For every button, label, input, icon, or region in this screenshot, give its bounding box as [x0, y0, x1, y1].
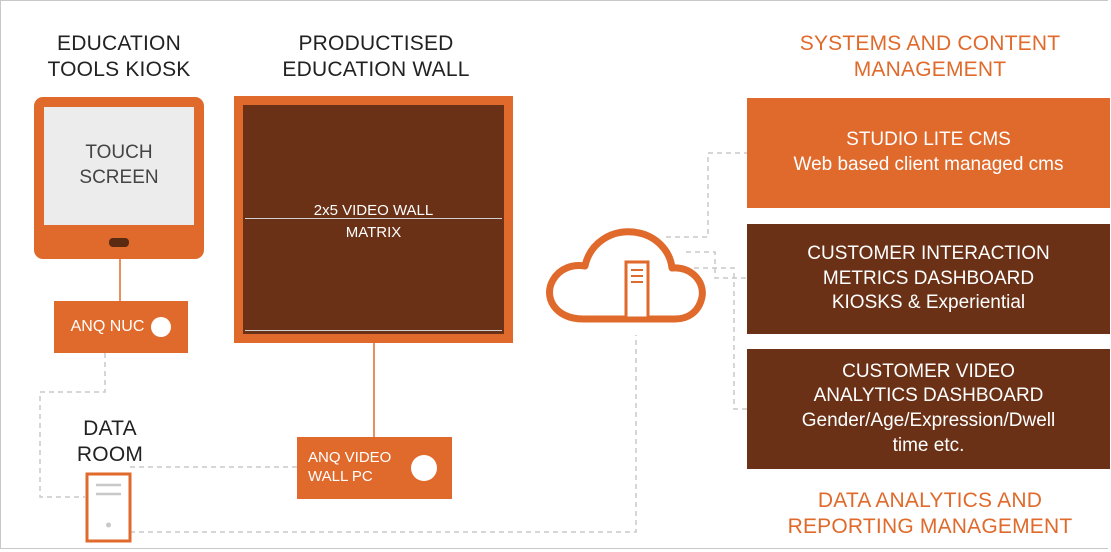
cloud-to-studio-dashed: [666, 152, 747, 238]
video-wall-label: 2x5 VIDEO WALL MATRIX: [313, 202, 434, 241]
home-button-icon: [109, 238, 129, 247]
data-room-label: DATA ROOM: [76, 417, 144, 467]
wall-pc-label-1: ANQ VIDEO: [308, 449, 392, 467]
analytics-footer: DATA ANALYTICS AND REPORTING MANAGEMENT: [787, 489, 1073, 539]
studio-lite-cms-box: STUDIO LITE CMS Web based client managed…: [747, 98, 1110, 208]
cloud-icon: [546, 228, 706, 323]
wall-header: PRODUCTISED EDUCATION WALL: [282, 32, 470, 82]
touch-screen: TOUCH SCREEN: [44, 107, 194, 225]
anq-nuc-box: ANQ NUC: [54, 301, 188, 353]
wall-pc-label-2: WALL PC: [308, 468, 373, 485]
server-to-cloud-dashed: [130, 335, 637, 533]
cloud-to-analytics-dashed: [694, 267, 747, 410]
systems-header: SYSTEMS AND CONTENT MANAGEMENT: [799, 32, 1061, 82]
video-analytics-box: CUSTOMER VIDEO ANALYTICS DASHBOARD Gende…: [747, 349, 1110, 469]
interaction-metrics-box: CUSTOMER INTERACTION METRICS DASHBOARD K…: [747, 224, 1110, 334]
kiosk-header: EDUCATION TOOLS KIOSK: [47, 32, 191, 82]
wall-pc-status-dot-icon: [411, 455, 438, 481]
nuc-status-dot-icon: [151, 317, 172, 337]
nuc-label: ANQ NUC: [70, 317, 145, 335]
video-wall: 2x5 VIDEO WALL MATRIX: [234, 96, 513, 343]
wall-divider-top: [245, 218, 502, 219]
anq-video-wall-pc-box: ANQ VIDEO WALL PC: [297, 437, 452, 499]
wall-divider-bottom: [245, 330, 502, 331]
nuc-to-server-dashed: [39, 353, 106, 498]
tablet-kiosk: TOUCH SCREEN: [34, 97, 204, 259]
video-wall-matrix: [243, 105, 504, 334]
server-icon: [85, 472, 132, 543]
